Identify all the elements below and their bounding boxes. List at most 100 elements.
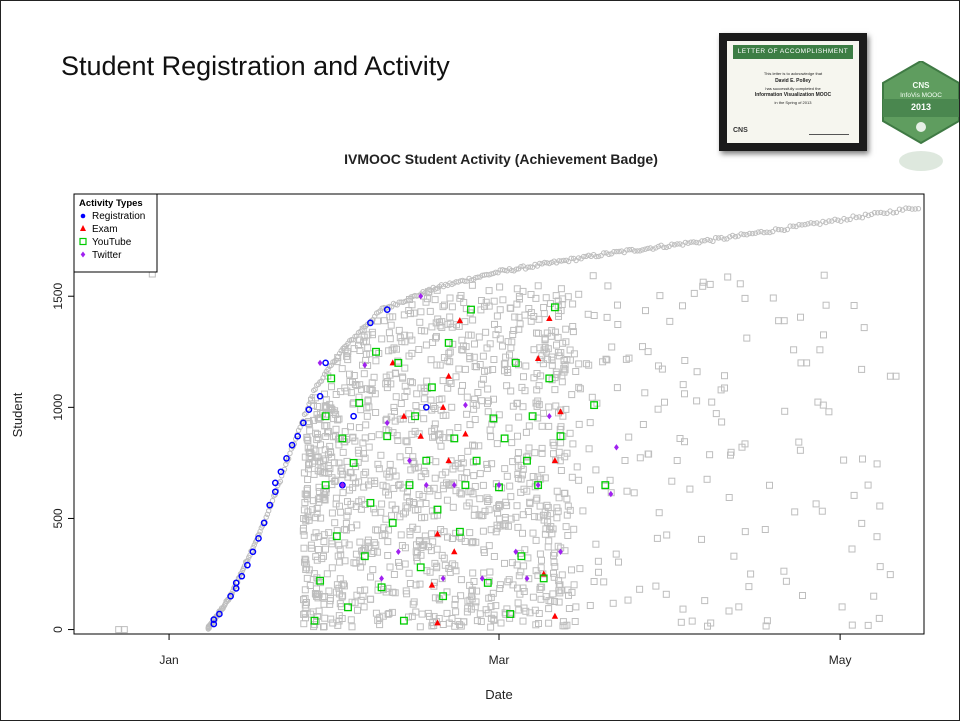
data-point-registration — [249, 548, 257, 556]
background-point — [420, 395, 428, 403]
background-point — [606, 251, 612, 258]
background-point — [357, 505, 365, 513]
background-point — [386, 335, 394, 343]
background-point — [519, 617, 527, 625]
background-point — [358, 385, 365, 393]
background-point — [475, 333, 483, 341]
background-point — [509, 581, 517, 589]
background-point — [406, 498, 413, 505]
background-point — [858, 365, 866, 373]
background-point — [534, 414, 542, 422]
background-point — [816, 346, 824, 354]
background-point — [587, 486, 594, 494]
background-point — [682, 239, 689, 246]
background-point — [501, 465, 509, 473]
background-point — [451, 595, 459, 603]
background-point — [434, 492, 442, 500]
background-point — [570, 350, 578, 358]
background-point — [336, 600, 344, 608]
background-point — [334, 552, 342, 560]
background-point — [513, 502, 521, 510]
background-point — [392, 472, 400, 480]
background-point — [603, 313, 611, 321]
background-point — [656, 292, 664, 300]
background-point — [490, 553, 498, 560]
background-point — [433, 564, 441, 572]
background-point — [677, 241, 683, 247]
background-point — [704, 236, 711, 243]
background-point — [595, 253, 602, 260]
background-point — [484, 408, 492, 416]
background-point — [485, 577, 493, 585]
background-point — [476, 495, 484, 503]
background-point — [485, 542, 493, 550]
background-point — [405, 569, 413, 577]
background-point — [383, 384, 391, 392]
background-point — [399, 374, 407, 382]
background-point — [590, 578, 598, 585]
background-point — [558, 258, 565, 264]
background-point — [433, 286, 441, 294]
background-point — [520, 373, 527, 381]
background-point — [873, 533, 881, 541]
data-point-youtube — [455, 527, 464, 536]
background-point — [663, 244, 670, 251]
background-point — [349, 433, 357, 441]
certificate-name: David E. Polley — [775, 78, 811, 84]
background-point — [547, 510, 555, 518]
background-point — [496, 581, 504, 589]
background-point — [356, 336, 364, 344]
background-point — [555, 577, 563, 585]
background-point — [384, 610, 392, 618]
background-point — [486, 426, 494, 434]
background-point — [448, 323, 456, 331]
data-point-youtube — [439, 592, 448, 601]
series-points — [210, 293, 619, 628]
background-point — [507, 387, 515, 395]
background-point — [301, 594, 309, 602]
data-point-youtube — [523, 456, 531, 465]
background-point — [681, 390, 688, 398]
background-point — [378, 532, 386, 540]
background-point — [319, 469, 327, 477]
background-point — [575, 383, 583, 391]
background-point — [448, 303, 456, 311]
background-point — [755, 229, 761, 235]
data-point-youtube — [450, 434, 459, 443]
background-point — [548, 530, 556, 538]
background-point — [782, 577, 790, 585]
background-point — [330, 415, 338, 423]
background-point — [417, 384, 425, 392]
background-point — [625, 433, 633, 441]
background-point — [457, 490, 465, 498]
background-point — [374, 526, 381, 534]
background-point — [538, 352, 546, 360]
legend-marker — [80, 225, 86, 231]
data-point-youtube — [483, 578, 492, 587]
background-point — [560, 364, 568, 372]
certificate-image: LETTER OF ACCOMPLISHMENT This letter is … — [719, 33, 867, 151]
background-point — [537, 260, 543, 267]
background-point — [876, 563, 884, 571]
background-point — [426, 307, 434, 315]
background-point — [394, 437, 402, 444]
background-point — [545, 605, 553, 613]
y-tick-label: 500 — [51, 508, 65, 528]
background-point — [767, 229, 773, 236]
background-point — [445, 349, 453, 357]
background-point — [325, 587, 333, 595]
background-point — [331, 519, 339, 527]
background-point — [772, 226, 779, 232]
background-point — [443, 496, 451, 504]
background-point — [838, 218, 844, 224]
background-point — [243, 558, 250, 564]
background-point — [566, 346, 574, 354]
background-point — [482, 606, 490, 614]
background-point — [396, 453, 404, 461]
background-point — [479, 527, 487, 535]
data-point-registration — [255, 535, 262, 542]
background-point — [395, 559, 402, 566]
background-point — [639, 247, 646, 253]
background-point — [494, 326, 502, 333]
background-point — [422, 298, 430, 306]
